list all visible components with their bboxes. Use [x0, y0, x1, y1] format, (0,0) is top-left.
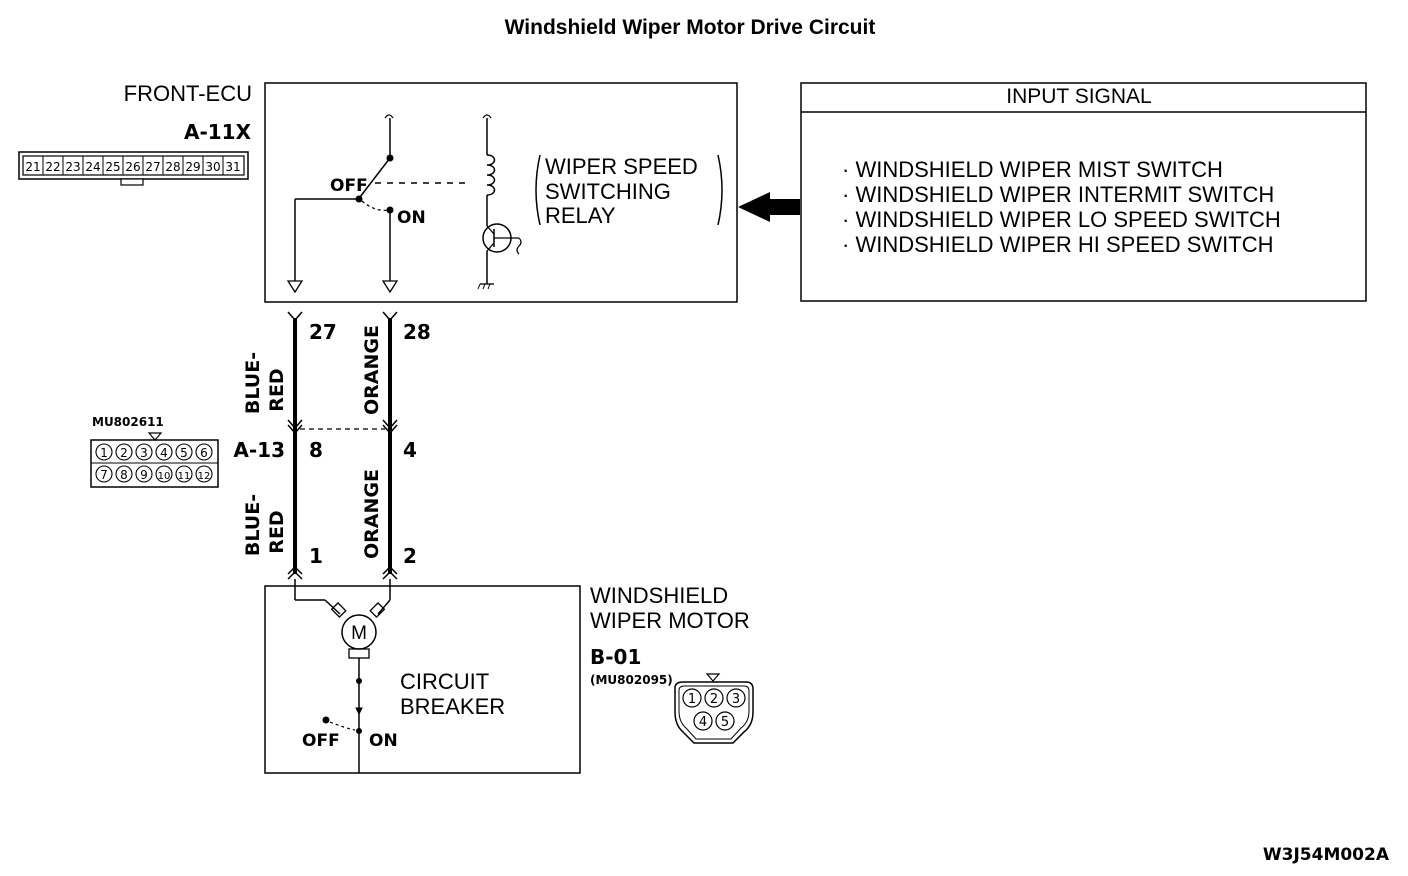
- motor-connector-b01: [674, 673, 754, 744]
- pin-motor-left: 1: [309, 544, 323, 568]
- a13-pin: 12: [198, 471, 211, 482]
- a13-pin: 7: [100, 468, 108, 482]
- relay-bracket-left: [535, 154, 541, 226]
- input-signal-item: · WINDSHIELD WIPER MIST SWITCH: [842, 157, 1223, 182]
- diagram-title: Windshield Wiper Motor Drive Circuit: [505, 16, 876, 39]
- diagram-code: W3J54M002A: [1263, 845, 1390, 865]
- a13-pin: 11: [178, 471, 191, 482]
- a11x-pin: 28: [165, 160, 180, 174]
- a13-pin: 8: [120, 468, 128, 482]
- a11x-pin: 21: [25, 160, 40, 174]
- a13-connector: [90, 432, 219, 488]
- a13-pin: 6: [200, 446, 208, 460]
- a11x-pin: 26: [125, 160, 140, 174]
- wire-color-left-lower-2: RED: [266, 510, 288, 553]
- relay-bracket-right: [717, 154, 723, 226]
- motor-connector-id: B-01: [590, 645, 641, 669]
- switch-on-label: ON: [397, 208, 426, 228]
- pin-mid-left: 8: [309, 438, 323, 462]
- a13-pin: 10: [158, 471, 171, 482]
- relay-label-line1: WIPER SPEED: [545, 154, 698, 179]
- b01-pin: 5: [721, 715, 729, 730]
- a11x-pin: 24: [85, 160, 100, 174]
- wire-color-right-upper: ORANGE: [361, 325, 383, 415]
- motor-internal-wiring: [295, 579, 391, 773]
- b01-pin: 3: [732, 692, 740, 707]
- input-signal-item: · WINDSHIELD WIPER INTERMIT SWITCH: [842, 182, 1274, 207]
- input-signal-item: · WINDSHIELD WIPER HI SPEED SWITCH: [842, 232, 1273, 257]
- a11x-pin: 22: [45, 160, 60, 174]
- a11x-pin: 31: [225, 160, 240, 174]
- input-signal-item: · WINDSHIELD WIPER LO SPEED SWITCH: [842, 207, 1281, 232]
- wire-color-left-upper-1: BLUE-: [242, 352, 264, 414]
- a13-pin: 9: [140, 468, 148, 482]
- pin-ecu-left: 27: [309, 320, 337, 344]
- a13-pin: 3: [140, 446, 148, 460]
- pin-mid-right: 4: [403, 438, 417, 462]
- transistor-symbol: [477, 223, 522, 290]
- motor-symbol: M: [351, 623, 367, 644]
- a11x-pin: 27: [145, 160, 160, 174]
- a13-pin: 5: [180, 446, 188, 460]
- ecu-box: [264, 82, 738, 303]
- wire-color-left-lower-1: BLUE-: [242, 494, 264, 556]
- b01-pin: 1: [688, 692, 696, 707]
- a11x-pin: 23: [65, 160, 80, 174]
- a11x-pin: 29: [185, 160, 200, 174]
- input-signal-box: [800, 82, 1367, 302]
- input-signal-header: INPUT SIGNAL: [1006, 85, 1151, 108]
- breaker-label-line1: CIRCUIT: [400, 669, 489, 694]
- a13-pin: 2: [120, 446, 128, 460]
- relay-coil: [482, 114, 496, 226]
- switch-off-label: OFF: [330, 176, 368, 196]
- pin-ecu-right: 28: [403, 320, 431, 344]
- wire-color-left-upper-2: RED: [266, 368, 288, 411]
- ecu-connector-id: A-11X: [184, 120, 252, 144]
- breaker-label-line2: BREAKER: [400, 694, 505, 719]
- a13-part-number: MU802611: [92, 415, 164, 429]
- wire-left: [287, 311, 303, 600]
- a13-connector-id: A-13: [233, 438, 285, 462]
- ecu-connector-a11x: 21 22 23 24 25 26 27 28 29 30 31: [18, 151, 249, 186]
- a13-pin: 4: [160, 446, 168, 460]
- relay-label-line2: SWITCHING: [545, 179, 671, 204]
- b01-pin: 4: [699, 715, 707, 730]
- motor-box: [264, 585, 581, 774]
- a11x-pin: 25: [105, 160, 120, 174]
- input-signal-arrow: [738, 192, 800, 222]
- ecu-switch: [286, 114, 470, 294]
- pin-motor-right: 2: [403, 544, 417, 568]
- motor-name-line2: WIPER MOTOR: [590, 608, 750, 633]
- motor-part-number: (MU802095): [590, 673, 673, 687]
- breaker-on-label: ON: [369, 731, 398, 751]
- motor-name-line1: WINDSHIELD: [590, 583, 728, 608]
- wire-color-right-lower: ORANGE: [361, 469, 383, 559]
- ecu-name: FRONT-ECU: [124, 81, 252, 106]
- a11x-pin: 30: [205, 160, 220, 174]
- relay-label-line3: RELAY: [545, 203, 616, 228]
- breaker-off-label: OFF: [302, 731, 340, 751]
- a13-pin: 1: [100, 446, 108, 460]
- b01-pin: 2: [710, 692, 718, 707]
- wire-right: [382, 311, 398, 580]
